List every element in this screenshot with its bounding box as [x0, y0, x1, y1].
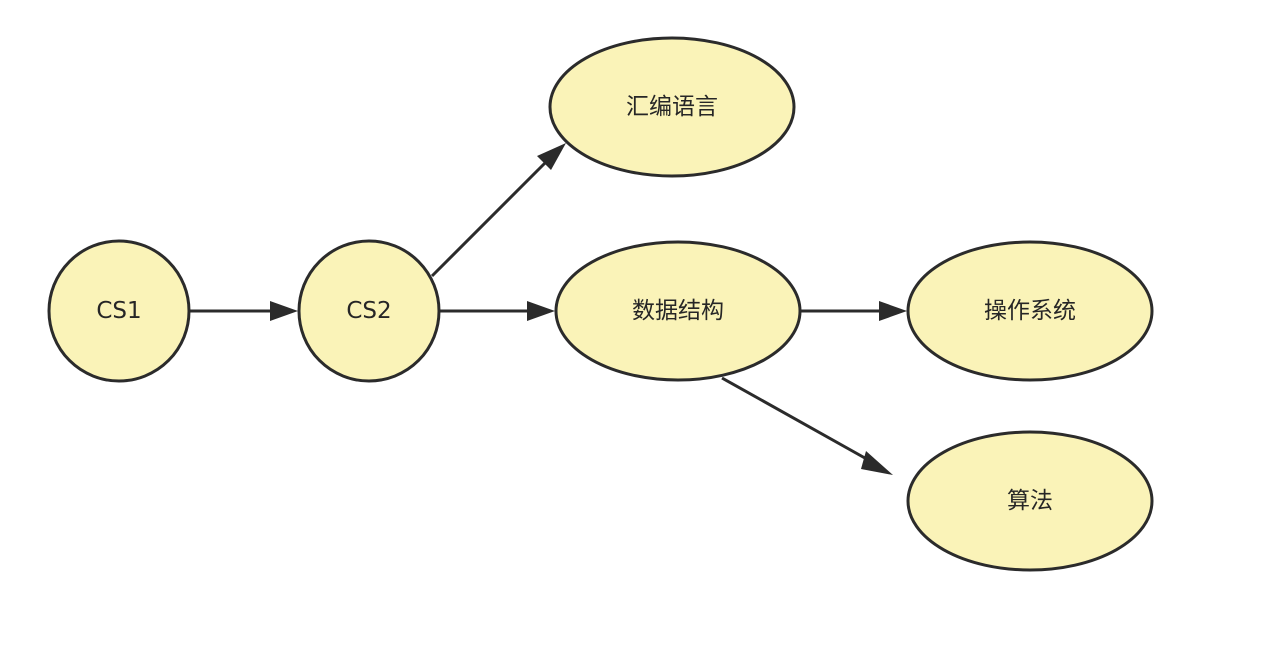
node-assembly-language-label: 汇编语言: [626, 94, 718, 120]
node-cs2: CS2: [297, 239, 441, 383]
node-algorithms: 算法: [906, 430, 1154, 572]
edge-cs2-to-assembly: [430, 143, 566, 278]
edge-cs1-to-cs2: [189, 301, 298, 321]
edge-cs2-to-data-structures: [439, 301, 555, 321]
node-cs1-label: CS1: [96, 298, 141, 324]
edge-data-structures-to-operating-systems: [801, 301, 907, 321]
node-cs1: CS1: [47, 239, 191, 383]
node-operating-systems: 操作系统: [906, 240, 1154, 382]
node-assembly-language: 汇编语言: [548, 36, 796, 178]
node-algorithms-label: 算法: [1007, 488, 1053, 514]
node-cs2-label: CS2: [346, 298, 391, 324]
node-operating-systems-label: 操作系统: [984, 298, 1076, 324]
node-data-structures: 数据结构: [554, 240, 802, 382]
edge-data-structures-to-algorithms: [721, 376, 893, 475]
node-data-structures-label: 数据结构: [632, 298, 724, 324]
